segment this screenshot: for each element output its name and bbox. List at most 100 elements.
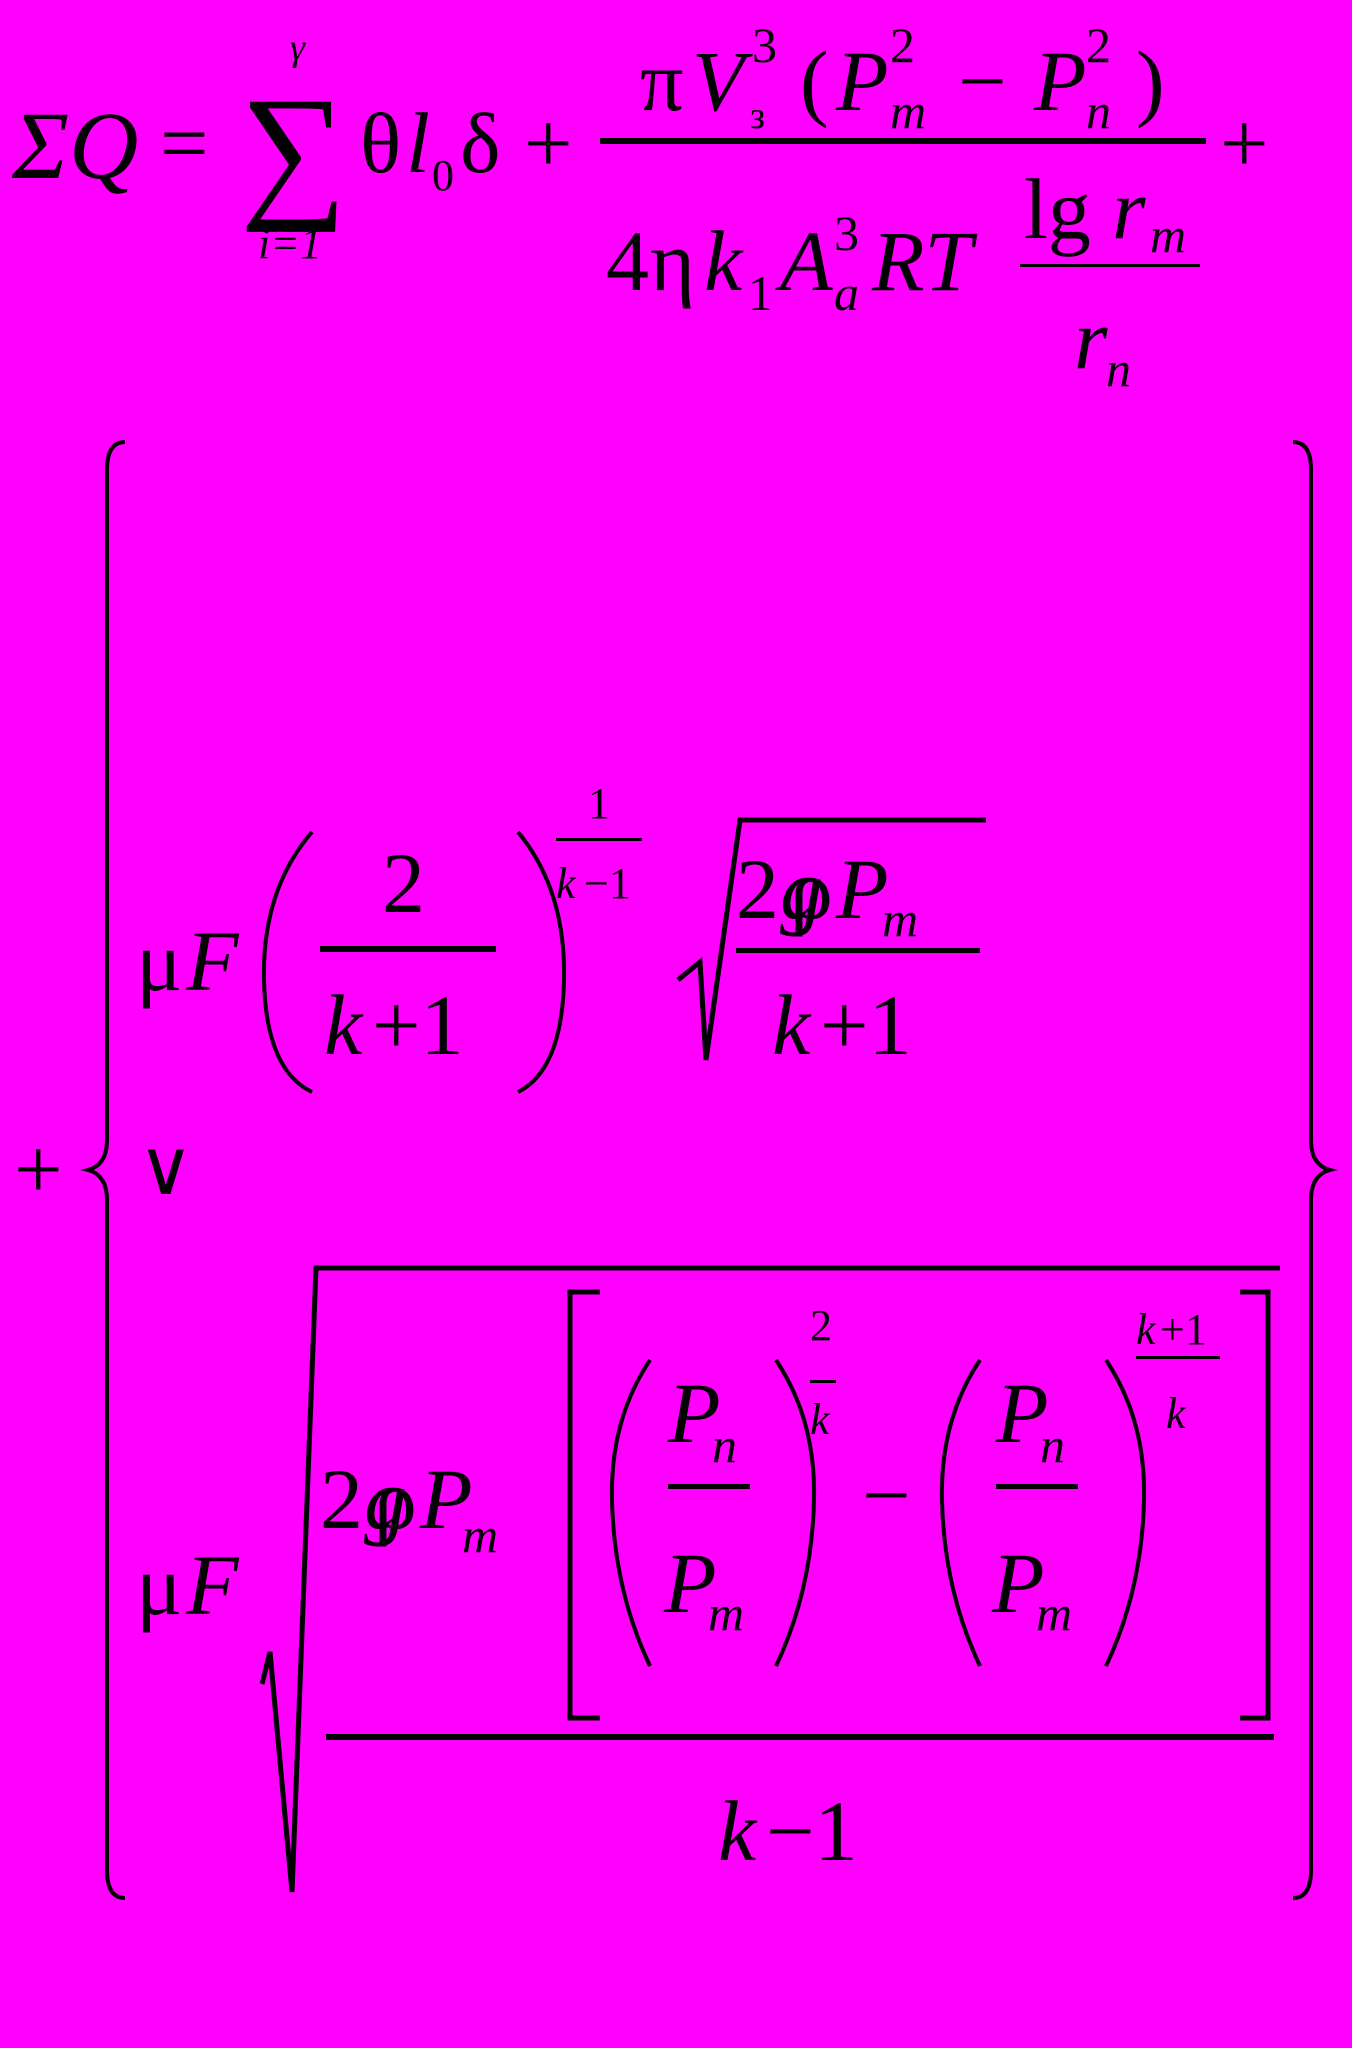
block-plus-sign: +: [14, 1121, 63, 1217]
big-fraction-bar: [326, 1734, 1274, 1740]
root1-p-subscript: m: [882, 891, 918, 947]
root2-p: P: [419, 1451, 473, 1547]
exp2-bar: [1136, 1356, 1220, 1359]
sum-q-lhs: ΣQ: [11, 92, 138, 199]
minus-sign: −: [958, 33, 1007, 129]
root2-p-subscript: m: [462, 1507, 498, 1563]
ratio2-pm-subscript: m: [1036, 1585, 1072, 1641]
log-fraction-bar: [1020, 264, 1200, 267]
root1-two: 2: [736, 841, 779, 937]
exp2-den-k: k: [1166, 1389, 1187, 1438]
exp1-num-two: 2: [810, 1301, 832, 1350]
plus-sign: +: [524, 95, 573, 191]
k-subscript: 1: [748, 265, 773, 321]
root1-rho: ρ: [790, 841, 833, 937]
pi-symbol: π: [640, 33, 683, 129]
mu-symbol-1: μ: [136, 913, 182, 1009]
paren-right-1: [516, 830, 567, 1094]
root2-g: g: [364, 1451, 407, 1547]
pn-superscript: 2: [1086, 17, 1111, 73]
ratio2-bar: [996, 1484, 1078, 1489]
l-subscript: 0: [432, 151, 454, 200]
theta-symbol: θ: [360, 95, 401, 191]
paren-left-2a: [609, 1358, 652, 1667]
paren-left-1: [261, 830, 314, 1094]
exp1-bar: [810, 1380, 836, 1383]
exp-den-k: k: [556, 859, 577, 908]
big-den-minus-one: −1: [766, 1783, 858, 1879]
lg-r-symbol: r: [1112, 161, 1146, 257]
exp2-num-plus-one: +1: [1160, 1305, 1207, 1354]
sqrt-sign-1: [676, 817, 986, 1061]
root1-frac-bar: [736, 948, 980, 953]
a-subscript: a: [834, 265, 859, 321]
a-superscript: 3: [834, 205, 859, 261]
eta-symbol: η: [650, 213, 695, 309]
frac-den-plus-one: +1: [372, 977, 464, 1073]
case-1-expression: μ F 2 k +1 1 k −1 2 g ρ P m k +1: [136, 779, 986, 1094]
v-symbol: V: [692, 33, 753, 129]
summation-symbol: ∑: [240, 67, 347, 233]
paren-right-2a: [774, 1358, 817, 1667]
main-fraction-bar: [600, 138, 1206, 144]
sqrt-sign-2: [259, 1265, 1280, 1893]
left-square-bracket: [567, 1289, 600, 1721]
ratio2-pn: P: [995, 1365, 1049, 1461]
exp2-num-k: k: [1136, 1305, 1157, 1354]
ratio1-bar: [668, 1484, 750, 1489]
pn-symbol: P: [1033, 33, 1087, 129]
ratio1-pn-subscript: n: [712, 1417, 737, 1473]
a-symbol: A: [775, 213, 833, 309]
root1-den-k: k: [772, 977, 812, 1073]
exp-bar-1: [556, 838, 642, 841]
big-den-k: k: [718, 1783, 758, 1879]
pm-symbol: P: [835, 33, 889, 129]
right-paren: ): [1136, 33, 1165, 129]
ratio2-pm: P: [991, 1535, 1045, 1631]
bracket-minus-sign: −: [862, 1447, 911, 1543]
frac-bar-1: [320, 946, 496, 952]
lg-r-subscript: m: [1150, 207, 1186, 263]
root2-two: 2: [320, 1451, 363, 1547]
pm-superscript: 2: [890, 17, 915, 73]
ratio1-pm-subscript: m: [708, 1585, 744, 1641]
or-symbol: ∨: [138, 1127, 194, 1211]
right-square-bracket: [1240, 1289, 1271, 1721]
pn-subscript: n: [1086, 83, 1111, 139]
paren-right-2b: [1104, 1358, 1147, 1667]
pm-subscript: m: [890, 83, 926, 139]
mu-symbol-2: μ: [136, 1537, 182, 1633]
rn-symbol: r: [1074, 291, 1108, 387]
left-brace: [80, 440, 126, 1900]
formula-line-1: ΣQ = γ ∑ i=1 θ l 0 δ + π V 3 з ( P 2 m −…: [11, 17, 1269, 397]
root2-rho: ρ: [374, 1451, 417, 1547]
paren-left-2b: [939, 1358, 982, 1667]
f-symbol-2: F: [185, 1537, 240, 1633]
frac-num-two: 2: [382, 835, 425, 931]
k-symbol: k: [704, 213, 744, 309]
left-paren: (: [800, 33, 829, 129]
case-block: + ∨ μ F 2 k +1 1 k −1 2 g ρ P m k +1: [14, 440, 1338, 1900]
case-2-expression: μ F 2 g ρ P m P n P m 2 k − P n P: [136, 1265, 1280, 1893]
root1-den-plus-one: +1: [820, 977, 912, 1073]
v-subscript: з: [750, 95, 765, 137]
trailing-plus-sign: +: [1220, 95, 1269, 191]
exp-den-minus-one: −1: [584, 859, 631, 908]
ratio1-pm: P: [663, 1535, 717, 1631]
delta-symbol: δ: [460, 95, 501, 191]
sum-upper-limit: γ: [290, 27, 306, 69]
sum-lower-limit: i=1: [258, 219, 322, 268]
v-superscript: 3: [752, 17, 777, 73]
f-symbol-1: F: [185, 913, 240, 1009]
ratio1-pn: P: [667, 1365, 721, 1461]
four-digit: 4: [606, 213, 649, 309]
right-brace: [1292, 440, 1338, 1900]
exp1-den-k: k: [810, 1395, 831, 1444]
lg-function: lg: [1024, 161, 1091, 257]
ratio2-pn-subscript: n: [1040, 1417, 1065, 1473]
rn-subscript: n: [1106, 341, 1131, 397]
rt-symbols: RT: [871, 213, 978, 309]
root1-p: P: [835, 841, 889, 937]
equals-sign: =: [160, 95, 209, 191]
